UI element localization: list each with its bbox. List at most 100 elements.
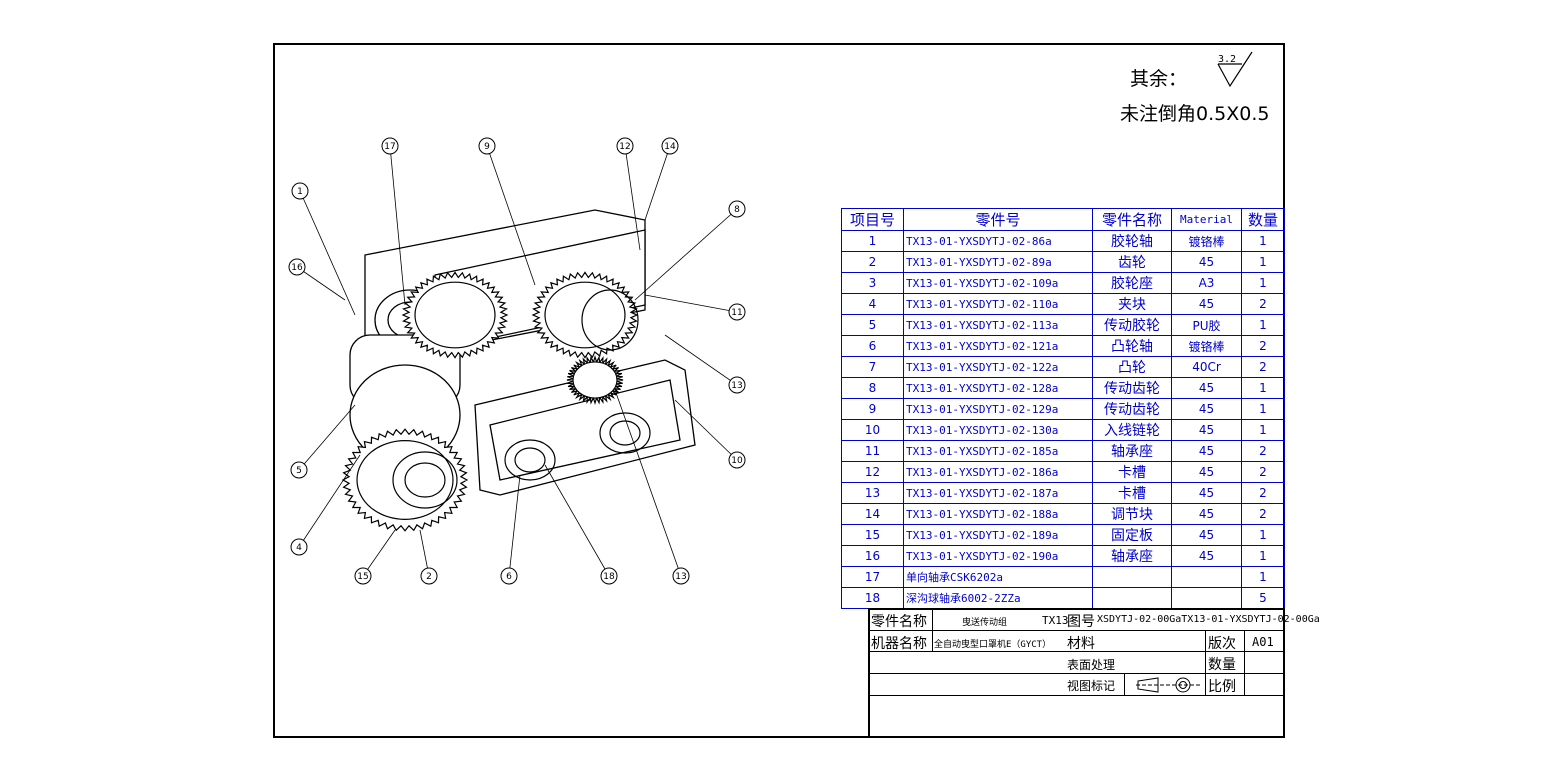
bom-item-no: 1: [841, 230, 904, 252]
bom-part-name: 卡槽: [1092, 482, 1172, 504]
bom-qty: 2: [1241, 356, 1285, 378]
bom-qty: 1: [1241, 314, 1285, 336]
bom-part-no: TX13-01-YXSDYTJ-02-129a: [903, 398, 1093, 420]
bom-part-name: 齿轮: [1092, 251, 1172, 273]
bom-qty: 2: [1241, 335, 1285, 357]
balloon: [616, 137, 634, 155]
bom-part-no: TX13-01-YXSDYTJ-02-130a: [903, 419, 1093, 441]
bom-material: [1171, 587, 1242, 609]
part-name-value: 曳送传动组: [962, 618, 1008, 628]
bom-part-no: TX13-01-YXSDYTJ-02-109a: [903, 272, 1093, 294]
bom-part-no: TX13-01-YXSDYTJ-02-121a: [903, 335, 1093, 357]
balloon-label: 18: [603, 572, 615, 582]
bom-item-no: 13: [841, 482, 904, 504]
roughness-value: 3.2: [1218, 54, 1237, 65]
balloon: [728, 451, 746, 469]
balloon: [291, 182, 309, 200]
bom-part-name: 卡槽: [1092, 461, 1172, 483]
balloon-label: 6: [506, 572, 512, 582]
balloon-label: 14: [664, 142, 676, 152]
bom-item-no: 3: [841, 272, 904, 294]
balloon: [500, 567, 518, 585]
bom-part-name: 调节块: [1092, 503, 1172, 525]
bom-qty: 1: [1241, 377, 1285, 399]
bom-part-name: 传动胶轮: [1092, 314, 1172, 336]
bom-qty: 2: [1241, 440, 1285, 462]
bom-part-name: 固定板: [1092, 524, 1172, 546]
bom-qty: 2: [1241, 482, 1285, 504]
material-label: 材料: [1067, 636, 1095, 652]
bom-header-qty: 数量: [1241, 208, 1285, 231]
bom-material: 45: [1171, 461, 1242, 483]
balloon-label: 12: [619, 142, 630, 152]
drawing-no-value: XSDYTJ-02-00GaTX13-01-YXSDYTJ-02-00Ga: [1097, 614, 1320, 625]
bom-part-no: TX13-01-YXSDYTJ-02-188a: [903, 503, 1093, 525]
balloon-label: 8: [734, 205, 740, 215]
balloon-label: 9: [484, 142, 490, 152]
bom-qty: 2: [1241, 461, 1285, 483]
bom-part-name: 传动齿轮: [1092, 377, 1172, 399]
scale-label: 比例: [1208, 679, 1236, 695]
bom-part-name: 轴承座: [1092, 440, 1172, 462]
bom-item-no: 17: [841, 566, 904, 588]
balloon: [728, 303, 746, 321]
balloon: [728, 376, 746, 394]
balloon: [478, 137, 496, 155]
bom-qty: 1: [1241, 230, 1285, 252]
balloon-label: 10: [731, 456, 743, 466]
bom-material: PU胶: [1171, 314, 1242, 336]
bom-part-no: TX13-01-YXSDYTJ-02-113a: [903, 314, 1093, 336]
bom-part-no: TX13-01-YXSDYTJ-02-185a: [903, 440, 1093, 462]
bom-qty: 1: [1241, 272, 1285, 294]
surface-treatment-label: 表面处理: [1067, 658, 1116, 672]
bom-qty: 2: [1241, 293, 1285, 315]
version-value: A01: [1252, 635, 1274, 649]
bom-material: 45: [1171, 440, 1242, 462]
bom-part-name: 凸轮: [1092, 356, 1172, 378]
balloon-label: 4: [296, 543, 302, 553]
bom-part-no: 深沟球轴承6002-2ZZa: [903, 587, 1093, 609]
bom-part-no: TX13-01-YXSDYTJ-02-187a: [903, 482, 1093, 504]
bom-part-no: TX13-01-YXSDYTJ-02-190a: [903, 545, 1093, 567]
machine-name-value: 全自动曳型口罩机E（GYCT）: [934, 640, 1052, 650]
balloon-label: 15: [357, 572, 368, 582]
bom-item-no: 6: [841, 335, 904, 357]
balloon-label: 11: [731, 308, 742, 318]
bom-part-no: TX13-01-YXSDYTJ-02-122a: [903, 356, 1093, 378]
projection-symbol-icon: [1136, 677, 1200, 693]
balloon-label: 5: [296, 466, 302, 476]
bom-material: 45: [1171, 482, 1242, 504]
bom-item-no: 15: [841, 524, 904, 546]
bom-material: 镀铬棒: [1171, 335, 1242, 357]
bom-item-no: 18: [841, 587, 904, 609]
balloon: [661, 137, 679, 155]
bom-item-no: 10: [841, 419, 904, 441]
quantity-label: 数量: [1208, 657, 1236, 673]
chamfer-note: 未注倒角0.5X0.5: [1120, 103, 1270, 125]
bom-material: 45: [1171, 251, 1242, 273]
bom-part-no: TX13-01-YXSDYTJ-02-110a: [903, 293, 1093, 315]
bom-qty: 1: [1241, 566, 1285, 588]
bom-part-no: 单向轴承CSK6202a: [903, 566, 1093, 588]
bom-item-no: 16: [841, 545, 904, 567]
balloon: [290, 538, 308, 556]
roughness-symbol-icon: [1217, 51, 1253, 88]
balloon: [728, 200, 746, 218]
bom-material: 45: [1171, 293, 1242, 315]
bom-part-name: 传动齿轮: [1092, 398, 1172, 420]
balloon: [600, 567, 618, 585]
